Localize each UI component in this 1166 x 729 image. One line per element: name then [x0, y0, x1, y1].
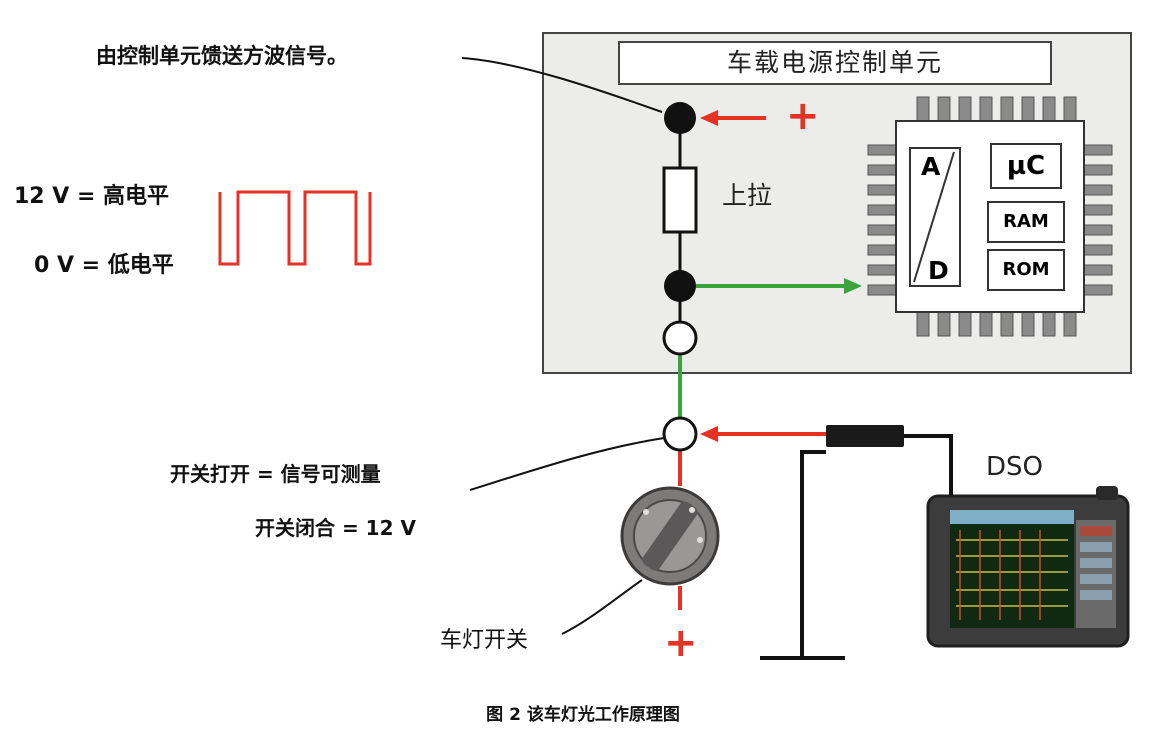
ground-lead	[800, 450, 826, 658]
chip-pins-top	[916, 96, 1077, 122]
rom-block: ROM	[987, 249, 1065, 291]
annotation-dso: DSO	[986, 452, 1043, 482]
ad-diagonal	[913, 151, 955, 283]
dso-probe	[826, 425, 904, 447]
chip-pins-bottom	[916, 311, 1077, 337]
plus-symbol-top: +	[786, 93, 820, 139]
node-open-inner	[662, 320, 698, 356]
dso-device	[926, 486, 1130, 648]
probe-red-arrowhead	[700, 426, 718, 442]
ecu-title: 车载电源控制单元	[618, 41, 1052, 85]
node-mid-filled	[664, 270, 696, 302]
leader-switch-open	[469, 437, 665, 491]
annotation-switch-closed: 开关闭合 = 12 V	[255, 516, 416, 540]
ad-label-d: D	[928, 256, 949, 285]
probe-cable	[904, 434, 953, 498]
square-wave	[218, 190, 372, 266]
red-feed-arrowhead	[700, 110, 718, 126]
annotation-low-level: 0 V = 低电平	[34, 253, 174, 278]
pull-up-resistor	[662, 166, 698, 234]
light-switch-knob	[620, 486, 720, 586]
leader-feed	[461, 57, 663, 113]
ad-label-a: A	[921, 152, 941, 181]
node-open-outer	[662, 416, 698, 452]
microcontroller-block: µC	[990, 143, 1062, 189]
annotation-light-switch: 车灯开关	[440, 628, 529, 653]
annotation-switch-open: 开关打开 = 信号可测量	[170, 462, 381, 486]
figure-caption: 图 2 该车灯光工作原理图	[486, 705, 680, 725]
annotation-pull-up: 上拉	[722, 181, 773, 210]
annotation-feed-signal: 由控制单元馈送方波信号。	[96, 44, 348, 68]
chip-pins-left	[867, 144, 897, 296]
ram-block: RAM	[987, 201, 1065, 243]
green-arrowhead	[844, 278, 862, 294]
plus-symbol-bottom: +	[664, 620, 698, 666]
leader-light-switch	[561, 579, 643, 635]
annotation-high-level: 12 V = 高电平	[14, 184, 170, 209]
node-top-filled	[664, 102, 696, 134]
